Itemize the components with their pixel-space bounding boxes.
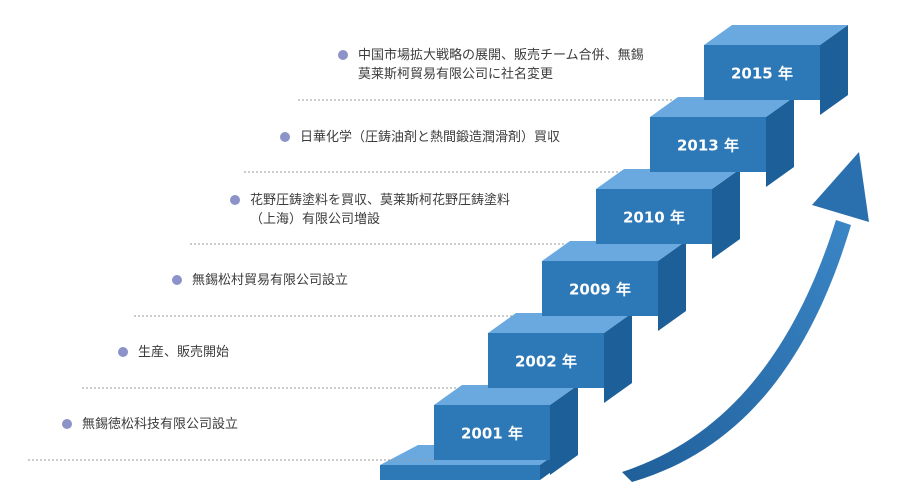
- stair-step: 2001 年: [434, 385, 578, 475]
- stair-step: 2010 年: [596, 169, 740, 259]
- bullet-dot-icon: [118, 347, 128, 357]
- event-text: （上海）有限公司増設: [250, 212, 381, 227]
- bullet-dot-icon: [280, 132, 290, 142]
- event-text: 無錫徳松科技有限公司設立: [82, 417, 239, 432]
- year-label: 2015 年: [731, 65, 793, 83]
- stair-step: 2015 年: [704, 25, 848, 115]
- bullet-dot-icon: [172, 275, 182, 285]
- bullet-dot-icon: [62, 419, 72, 429]
- stair-step: 2013 年: [650, 97, 794, 187]
- event-item: 無錫松村貿易有限公司設立: [172, 271, 349, 290]
- event-item: 生産、販売開始: [118, 343, 230, 362]
- year-label: 2001 年: [461, 425, 523, 443]
- stair-step: 2009 年: [542, 241, 686, 331]
- bullet-dot-icon: [230, 195, 240, 205]
- year-label: 2002 年: [515, 353, 577, 371]
- event-item: 日華化学（圧鋳油剤と熱間鍛造潤滑剤）買収: [280, 128, 561, 147]
- year-label: 2010 年: [623, 209, 685, 227]
- stair-step: 2002 年: [488, 313, 632, 403]
- event-text: 花野圧鋳塗料を買収、莫莱斯柯花野圧鋳塗料: [250, 193, 511, 208]
- year-label: 2013 年: [677, 137, 739, 155]
- event-text: 莫莱斯柯貿易有限公司に社名変更: [358, 67, 554, 82]
- event-item: 花野圧鋳塗料を買収、莫莱斯柯花野圧鋳塗料 （上海）有限公司増設: [230, 191, 511, 229]
- year-label: 2009 年: [569, 281, 631, 299]
- event-item: 中国市場拡大戦略の展開、販売チーム合併、無錫莫莱斯柯貿易有限公司に社名変更: [338, 46, 644, 84]
- event-item: 無錫徳松科技有限公司設立: [62, 415, 239, 434]
- growth-arrow-icon: [622, 152, 869, 482]
- bullet-dot-icon: [338, 50, 348, 60]
- event-text: 日華化学（圧鋳油剤と熱間鍛造潤滑剤）買収: [300, 130, 561, 145]
- event-text: 無錫松村貿易有限公司設立: [192, 273, 349, 288]
- event-text: 中国市場拡大戦略の展開、販売チーム合併、無錫: [358, 48, 644, 63]
- event-text: 生産、販売開始: [138, 345, 230, 360]
